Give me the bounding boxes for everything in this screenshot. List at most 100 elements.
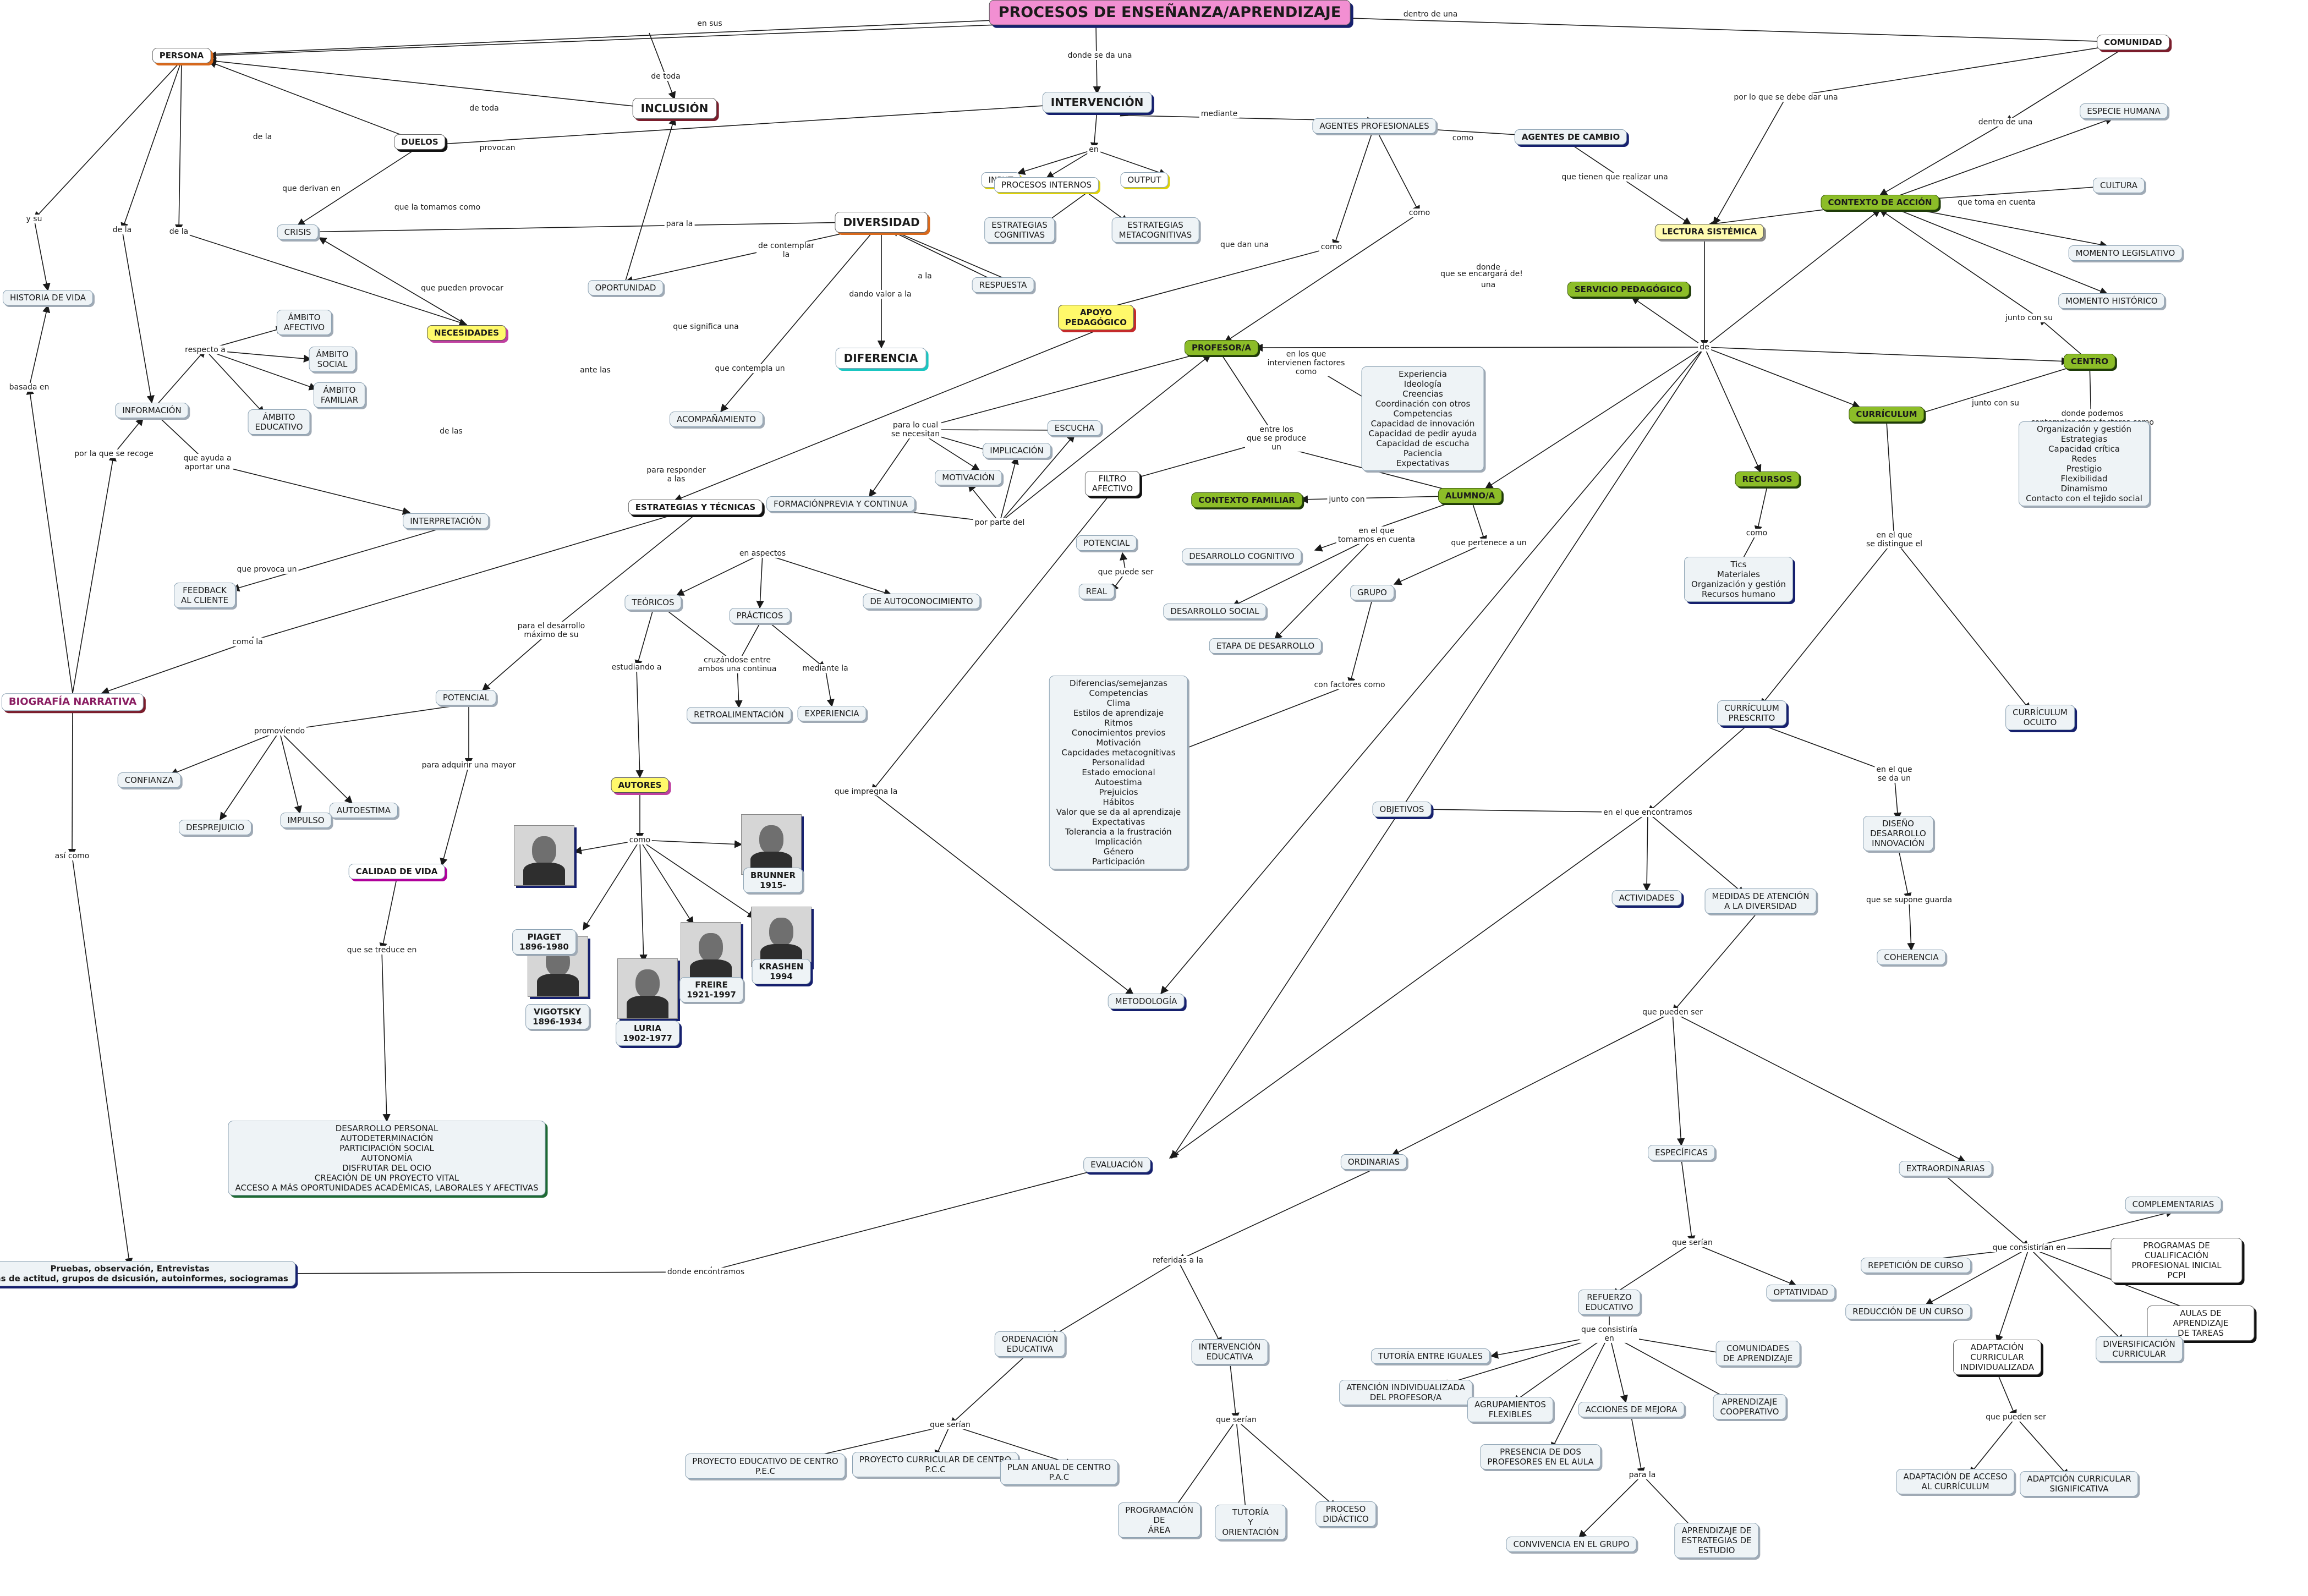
node-ordinarias[interactable]: ORDINARIAS <box>1340 1154 1407 1170</box>
node-estmeta[interactable]: ESTRATEGIAS METACOGNITIVAS <box>1111 217 1199 243</box>
node-curpres[interactable]: CURRÍCULUM PRESCRITO <box>1717 700 1786 726</box>
node-programacion[interactable]: PROGRAMACIÓN DE ÁREA <box>1118 1502 1200 1538</box>
node-oportunidad[interactable]: OPORTUNIDAD <box>588 280 664 295</box>
node-centro[interactable]: CENTRO <box>2063 354 2116 369</box>
node-agentescambio[interactable]: AGENTES DE CAMBIO <box>1514 129 1627 145</box>
node-confianza[interactable]: CONFIANZA <box>117 772 181 788</box>
node-coherencia[interactable]: COHERENCIA <box>1877 950 1946 965</box>
node-actividades[interactable]: ACTIVIDADES <box>1611 890 1682 906</box>
node-comunidad[interactable]: COMUNIDAD <box>2097 35 2169 50</box>
node-real[interactable]: REAL <box>1078 584 1115 599</box>
node-descsoc[interactable]: DESARROLLO SOCIAL <box>1163 604 1267 619</box>
node-grupo[interactable]: GRUPO <box>1350 585 1394 600</box>
node-tutoriao[interactable]: TUTORÍA Y ORIENTACIÓN <box>1215 1505 1286 1540</box>
node-autores[interactable]: AUTORES <box>611 777 669 793</box>
node-agrupa[interactable]: AGRUPAMIENTOS FLEXIBLES <box>1467 1397 1553 1422</box>
node-impulso[interactable]: IMPULSO <box>280 813 332 828</box>
node-pruebas[interactable]: Pruebas, observación, Entrevistas Escala… <box>0 1261 295 1286</box>
node-organizacion[interactable]: Organización y gestión Estrategias Capac… <box>2019 421 2150 506</box>
node-inclusion[interactable]: INCLUSIÓN <box>632 98 717 119</box>
node-autocon[interactable]: DE AUTOCONOCIMIENTO <box>863 594 980 609</box>
node-ambsoc[interactable]: ÁMBITO SOCIAL <box>309 347 356 372</box>
node-escucha[interactable]: ESCUCHA <box>1047 420 1102 436</box>
node-diversidad[interactable]: DIVERSIDAD <box>835 212 928 233</box>
node-procdid[interactable]: PROCESO DIDÁCTICO <box>1315 1501 1376 1527</box>
node-informacion[interactable]: INFORMACIÓN <box>115 403 189 418</box>
node-especieh[interactable]: ESPECIE HUMANA <box>2080 103 2168 119</box>
node-cultura[interactable]: CULTURA <box>2093 178 2145 193</box>
node-tutoria[interactable]: TUTORÍA ENTRE IGUALES <box>1370 1348 1490 1364</box>
node-desccog[interactable]: DESARROLLO COGNITIVO <box>1182 549 1302 564</box>
node-root[interactable]: PROCESOS DE ENSEÑANZA/APRENDIZAJE <box>989 0 1351 26</box>
node-alumno[interactable]: ALUMNO/A <box>1438 488 1503 503</box>
node-estcog[interactable]: ESTRATEGIAS COGNITIVAS <box>984 217 1055 243</box>
node-output[interactable]: OUTPUT <box>1120 172 1169 188</box>
node-recursos_box[interactable]: Tics Materiales Organización y gestión R… <box>1684 557 1793 602</box>
node-especificas[interactable]: ESPECÍFICAS <box>1648 1145 1715 1160</box>
node-duelos[interactable]: DUELOS <box>394 134 446 150</box>
node-interpretacion[interactable]: INTERPRETACIÓN <box>403 513 489 529</box>
node-diversific[interactable]: DIVERSIFICACIÓN CURRICULAR <box>2096 1336 2183 1362</box>
node-repeticion[interactable]: REPETICIÓN DE CURSO <box>1861 1258 1971 1273</box>
node-acomp[interactable]: ACOMPAÑAMIENTO <box>669 412 764 427</box>
node-momleg[interactable]: MOMENTO LEGISLATIVO <box>2068 245 2183 261</box>
node-servped[interactable]: SERVICIO PEDAGÓGICO <box>1567 282 1690 297</box>
node-potencial_b[interactable]: POTENCIAL <box>435 690 497 705</box>
node-practicos[interactable]: PRÁCTICOS <box>729 608 791 623</box>
node-adapsig[interactable]: ADAPTCIÓN CURRICULAR SIGNIFICATIVA <box>2020 1471 2139 1496</box>
node-diseno[interactable]: DISEÑO DESARROLLO INNOVACIÓN <box>1863 816 1933 851</box>
node-ordenacion[interactable]: ORDENACIÓN EDUCATIVA <box>994 1331 1066 1357</box>
node-experiencia_box[interactable]: Experiencia Ideología Creencias Coordina… <box>1361 366 1484 471</box>
node-biografia[interactable]: BIOGRAFÍA NARRATIVA <box>1 693 144 711</box>
node-filtro[interactable]: FILTRO AFECTIVO <box>1084 471 1141 496</box>
node-contexto[interactable]: CONTEXTO DE ACCIÓN <box>1821 195 1939 210</box>
node-autoestima[interactable]: AUTOESTIMA <box>330 803 398 818</box>
node-aprcoop[interactable]: APRENDIZAJE COOPERATIVO <box>1713 1394 1786 1419</box>
node-atencion[interactable]: ATENCIÓN INDIVIDUALIZADA DEL PROFESOR/A <box>1339 1380 1472 1405</box>
node-curoculto[interactable]: CURRÍCULUM OCULTO <box>2005 705 2075 730</box>
node-vigotsky[interactable]: VIGOTSKY 1896-1934 <box>525 1004 589 1029</box>
node-complementarias[interactable]: COMPLEMENTARIAS <box>2125 1197 2222 1212</box>
node-pac[interactable]: PLAN ANUAL DE CENTRO P.A.C <box>1000 1460 1119 1485</box>
node-agentes[interactable]: AGENTES PROFESIONALES <box>1312 118 1437 134</box>
node-historia[interactable]: HISTORIA DE VIDA <box>2 290 94 305</box>
node-motivacion[interactable]: MOTIVACIÓN <box>935 470 1002 485</box>
node-intervedu[interactable]: INTERVENCIÓN EDUCATIVA <box>1191 1339 1268 1364</box>
node-etapa[interactable]: ETAPA DE DESARROLLO <box>1209 638 1322 654</box>
node-krashen[interactable]: KRASHEN 1994 <box>752 959 811 984</box>
node-extraordinarias[interactable]: EXTRAORDINARIAS <box>1899 1161 1992 1176</box>
node-diferencia[interactable]: DIFERENCIA <box>835 348 927 369</box>
node-desarrollo_box[interactable]: DESARROLLO PERSONAL AUTODETERMINACIÓN PA… <box>228 1121 546 1195</box>
node-curriculum[interactable]: CURRÍCULUM <box>1849 407 1925 422</box>
node-aulas[interactable]: AULAS DE APRENDIZAJE DE TAREAS <box>2147 1306 2255 1341</box>
node-brunner[interactable]: BRUNNER 1915- <box>743 868 803 893</box>
node-ctxfam[interactable]: CONTEXTO FAMILIAR <box>1191 492 1302 508</box>
node-refuerzo[interactable]: REFUERZO EDUCATIVO <box>1578 1290 1641 1315</box>
node-adapacceso[interactable]: ADAPTACIÓN DE ACCESO AL CURRÍCULUM <box>1896 1469 2015 1494</box>
node-acciones[interactable]: ACCIONES DE MEJORA <box>1578 1402 1685 1417</box>
node-luria[interactable]: LURIA 1902-1977 <box>616 1021 679 1046</box>
node-experiencia[interactable]: EXPERIENCIA <box>797 706 867 721</box>
node-potencial_a[interactable]: POTENCIAL <box>1076 535 1137 551</box>
node-comunidades[interactable]: COMUNIDADES DE APRENDIZAJE <box>1715 1341 1800 1366</box>
node-apoyo[interactable]: APOYO PEDAGÓGICO <box>1057 305 1134 330</box>
node-intervencion[interactable]: INTERVENCIÓN <box>1042 92 1152 113</box>
node-presencia[interactable]: PRESENCIA DE DOS PROFESORES EN EL AULA <box>1480 1444 1601 1469</box>
node-diferencias_box[interactable]: Diferencias/semejanzas Competencias Clim… <box>1049 676 1188 869</box>
node-formacion[interactable]: FORMACIÓNPREVIA Y CONTINUA <box>766 496 915 512</box>
node-feedback[interactable]: FEEDBACK AL CLIENTE <box>174 583 235 608</box>
node-ambfam[interactable]: ÁMBITO FAMILIAR <box>313 382 366 408</box>
node-evaluacion[interactable]: EVALUACIÓN <box>1083 1157 1150 1172</box>
node-despre[interactable]: DESPREJUICIO <box>178 820 252 835</box>
node-pcc[interactable]: PROYECTO CURRICULAR DE CENTRO P.C.C <box>852 1452 1018 1477</box>
node-persona[interactable]: PERSONA <box>152 48 211 63</box>
node-reduccion[interactable]: REDUCCIÓN DE UN CURSO <box>1845 1304 1971 1319</box>
node-metodologia[interactable]: METODOLOGÍA <box>1108 994 1185 1009</box>
node-estrat[interactable]: ESTRATEGIAS Y TÉCNICAS <box>628 500 763 515</box>
node-momhist[interactable]: MOMENTO HISTÓRICO <box>2058 293 2165 309</box>
node-lectura[interactable]: LECTURA SISTÉMICA <box>1654 224 1764 239</box>
node-retro[interactable]: RETROALIMENTACIÓN <box>687 707 791 722</box>
node-profesor[interactable]: PROFESOR/A <box>1185 340 1258 355</box>
node-crisis[interactable]: CRISIS <box>277 224 319 240</box>
node-ambedu[interactable]: ÁMBITO EDUCATIVO <box>248 409 310 435</box>
